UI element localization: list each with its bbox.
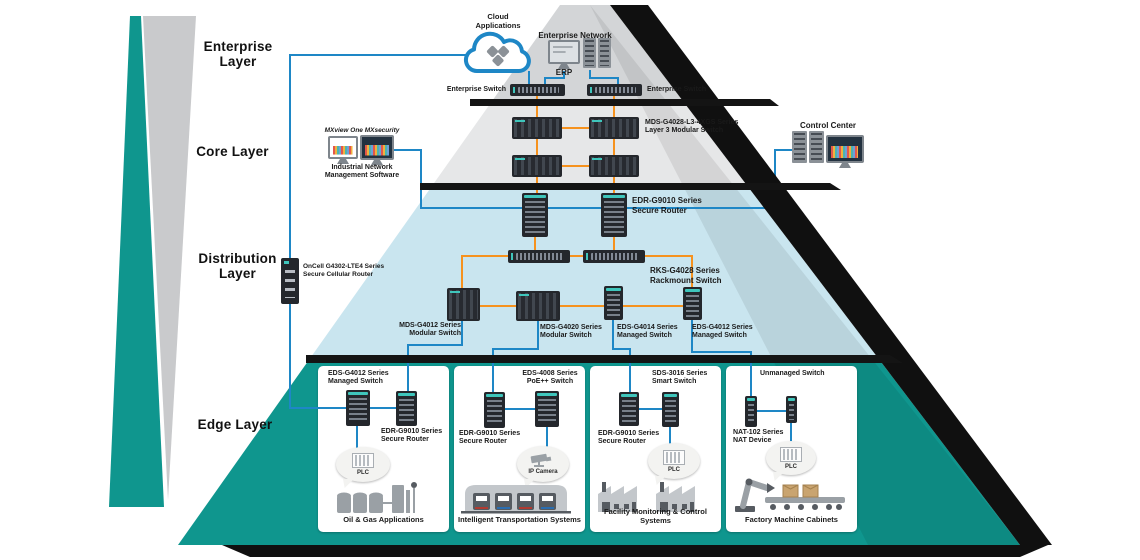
mds-g4020-switch (516, 291, 560, 321)
box4-nat-102-device (745, 396, 757, 427)
box1-switch-label: EDS-G4012 Series Managed Switch (328, 370, 389, 386)
transportation-icon (461, 485, 571, 514)
box3-caption: Facility Monitoring & Control Systems (604, 507, 707, 525)
cloud-applications-label: Cloud Applications (475, 12, 521, 30)
enterprise-switch-right-label: Enterprise Switch (647, 86, 707, 93)
oil-gas-icon (337, 482, 417, 513)
mds-g4012-switch (447, 288, 480, 321)
enterprise-switch-left-label: Enterprise Switch (446, 86, 506, 93)
mxsecurity-monitor (360, 135, 394, 160)
ip-camera-label: IP Camera (528, 469, 558, 475)
teal-wedge (109, 16, 164, 507)
erp-label: ERP (555, 68, 573, 77)
mxview-monitor (328, 136, 358, 159)
plc-icon (352, 453, 374, 468)
control-center-monitor (826, 135, 864, 163)
server-rack-icon (792, 131, 807, 163)
plc-label: PLC (357, 470, 369, 476)
box3-edr-g9010-device (619, 392, 639, 426)
oncell-cellular-router (281, 258, 299, 304)
box2-edr-g9010-device (484, 392, 505, 428)
factory-machine-icon (735, 478, 845, 512)
server-rack-icon (809, 131, 824, 163)
ip-camera-icon (530, 453, 552, 467)
eds-g4014-switch (604, 286, 623, 320)
enterprise-network-label: Enterprise Network (538, 31, 612, 40)
management-software-title: MXview One MXsecurity (324, 127, 400, 134)
core-modular-switch (512, 155, 562, 177)
core-switch-label: MDS-G4028-L3-4XGS Series Layer 3 Modular… (645, 119, 739, 135)
layer-label-core: Core Layer (196, 144, 269, 159)
box4-plc-bubble: PLC (766, 441, 816, 475)
server-rack-icon (598, 38, 611, 68)
eds-g4012-label: EDS-G4012 Series Managed Switch (692, 324, 753, 340)
box3-switch-label: SDS-3016 Series Smart Switch (652, 370, 708, 386)
management-software-label: Industrial Network Management Software (324, 164, 400, 180)
box4-nat-label: NAT-102 Series NAT Device (733, 429, 784, 445)
box1-eds-g4012-device (346, 390, 370, 426)
box1-caption: Oil & Gas Applications (343, 515, 424, 524)
layer-label-distribution: Distribution Layer (198, 251, 277, 282)
box2-router-label: EDR-G9010 Series Secure Router (459, 430, 521, 446)
separator-core-distribution (420, 183, 841, 190)
plc-label: PLC (668, 466, 680, 473)
plc-icon (663, 449, 685, 465)
plc-label: PLC (785, 463, 797, 470)
cloud-icon (463, 31, 531, 74)
edr-g9010-label: EDR-G9010 Series Secure Router (632, 196, 702, 215)
control-center-label: Control Center (800, 121, 856, 130)
box4-eds-2005-device (786, 396, 797, 423)
box1-plc-bubble: PLC (336, 447, 390, 482)
rks-g4028-switch (583, 250, 645, 263)
eds-g4014-label: EDS-G4014 Series Managed Switch (617, 324, 678, 340)
box2-switch-label: EDS-4008 Series PoE++ Switch (522, 370, 578, 386)
separator-distribution-edge (306, 355, 903, 363)
plc-icon (780, 446, 802, 462)
box3-sds-3016-device (662, 392, 679, 427)
layer-label-enterprise: Enterprise Layer (203, 39, 273, 70)
box4-switch-label: Unmanaged Switch (760, 370, 825, 377)
separator-enterprise-core (470, 99, 779, 106)
rks-g4028-switch (508, 250, 570, 263)
enterprise-switch-right-device (587, 84, 642, 96)
rks-g4028-label: RKS-G4028 Series Rackmount Switch (650, 266, 722, 285)
edr-g9010-router (601, 193, 627, 237)
box2-caption: Intelligent Transportation Systems (458, 515, 581, 524)
enterprise-switch-left-device (510, 84, 565, 96)
core-modular-switch (589, 117, 639, 139)
gray-wedge (143, 16, 196, 500)
box4-caption: Factory Machine Cabinets (745, 515, 838, 524)
mds-g4012-label: MDS-G4012 Series Modular Switch (399, 322, 461, 338)
box3-plc-bubble: PLC (648, 443, 700, 479)
box1-edr-g9010-device (396, 391, 417, 426)
erp-monitor (548, 40, 580, 64)
eds-g4012-switch (683, 287, 702, 320)
layer-label-edge: Edge Layer (197, 417, 273, 432)
core-modular-switch (512, 117, 562, 139)
box2-eds-4008-device (535, 391, 559, 427)
facility-icon (598, 482, 695, 512)
right-edge-shadow (610, 5, 1052, 545)
box3-router-label: EDR-G9010 Series Secure Router (598, 430, 660, 446)
box2-camera-bubble: IP Camera (517, 446, 569, 482)
box1-router-label: EDR-G9010 Series Secure Router (381, 428, 443, 444)
core-modular-switch (589, 155, 639, 177)
edr-g9010-router (522, 193, 548, 237)
server-rack-icon (583, 38, 596, 68)
mds-g4020-label: MDS-G4020 Series Modular Switch (540, 324, 602, 340)
oncell-label: OnCell G4302-LTE4 Series Secure Cellular… (303, 263, 385, 278)
bottom-shadow (222, 545, 1048, 557)
